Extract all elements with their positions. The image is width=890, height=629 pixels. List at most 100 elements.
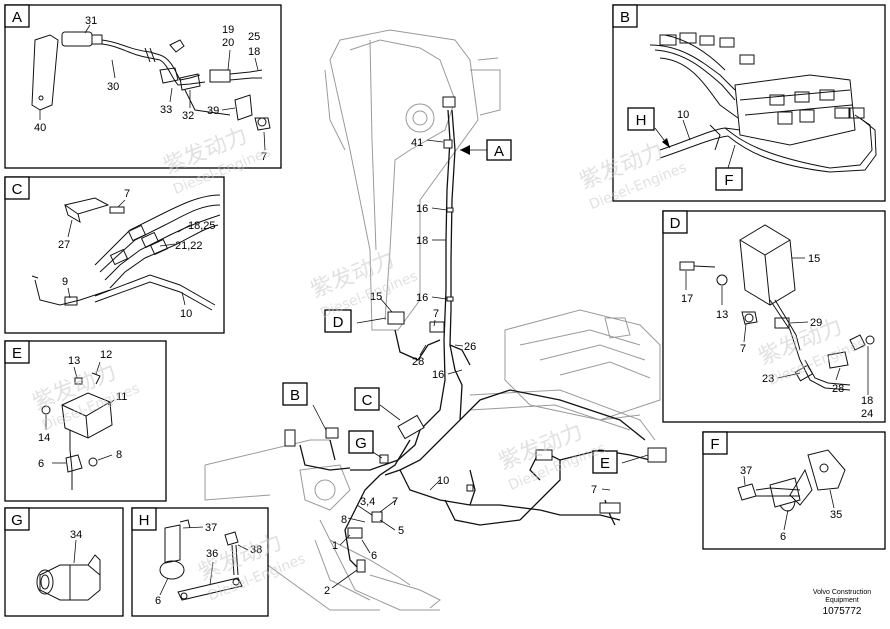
connector-icon — [397, 414, 425, 440]
panel-e-label-11: 11 — [116, 391, 127, 403]
panel-c-letter: C — [12, 181, 23, 198]
panel-e: E 13 12 11 14 6 8 — [4, 340, 167, 502]
clip-icon — [65, 454, 83, 473]
main-label-26: 26 — [464, 341, 476, 353]
callout-box-a — [486, 139, 512, 161]
callout-b-label: B — [290, 387, 300, 404]
valve-block-icon — [734, 74, 856, 146]
callout-box-e — [592, 450, 618, 474]
panel-e-label-13: 13 — [68, 355, 80, 367]
main-callouts: A B C D E G — [282, 139, 618, 474]
panel-a-label-18: 18 — [248, 46, 260, 58]
panel-d-label-29: 29 — [810, 317, 822, 329]
bracket-icon — [807, 449, 846, 491]
bolt-icon — [109, 206, 125, 214]
panel-c-label-10: 10 — [180, 308, 192, 320]
panel-a-label-30: 30 — [107, 81, 119, 93]
callout-d-label: D — [333, 314, 344, 331]
clamp-icon — [159, 560, 185, 580]
panel-a-label-31: 31 — [85, 15, 97, 27]
bracket-icon — [31, 34, 59, 111]
panel-g: G 34 — [4, 507, 124, 617]
connector-icon — [679, 32, 697, 44]
bolt-icon — [744, 313, 754, 323]
module-box-icon — [647, 447, 667, 463]
panel-a-label-19: 19 — [222, 24, 234, 36]
connector-icon — [209, 69, 231, 83]
panel-f-label-35: 35 — [830, 509, 842, 521]
panel-f-label-37: 37 — [740, 465, 752, 477]
footer-part-number: 1075772 — [823, 606, 862, 617]
footer-company: Volvo Construction — [813, 589, 871, 596]
panel-a-label-33: 33 — [160, 104, 172, 116]
main-components — [284, 96, 667, 573]
panel-a-label-7: 7 — [261, 151, 267, 163]
panel-d-label-28: 28 — [832, 383, 844, 395]
panel-c-label-21-22: 21,22 — [175, 240, 203, 252]
panel-h-label-37: 37 — [205, 522, 217, 534]
main-label-1: 1 — [332, 540, 338, 552]
panel-h-label-6: 6 — [155, 595, 161, 607]
panel-e-label-12: 12 — [100, 349, 112, 361]
panel-a-label-32: 32 — [182, 110, 194, 122]
clip-icon — [169, 39, 185, 53]
main-label-16c: 16 — [432, 369, 444, 381]
panel-f-letter: F — [710, 436, 719, 453]
footer: Volvo Construction Equipment 1075772 — [813, 589, 871, 617]
callout-a-label: A — [494, 143, 504, 160]
main-label-15: 15 — [370, 291, 382, 303]
main-labels: 41 16 18 16 15 7 28 26 16 10 3,4 7 8 5 1… — [324, 137, 597, 597]
bolt-icon — [224, 531, 239, 546]
main-label-41: 41 — [411, 137, 423, 149]
washer-icon — [716, 274, 728, 286]
main-label-5: 5 — [398, 525, 404, 537]
main-label-3-4: 3,4 — [360, 496, 375, 508]
main-label-10: 10 — [437, 475, 449, 487]
proximity-sensor-icon — [442, 96, 456, 108]
panel-a-label-20: 20 — [222, 37, 234, 49]
panel-a-letter: A — [12, 9, 22, 26]
bolt-icon — [88, 457, 98, 467]
footer-company-line2: Equipment — [825, 597, 859, 604]
panel-d: D — [662, 210, 886, 423]
bolt-icon — [41, 405, 51, 415]
panel-e-letter: E — [12, 345, 22, 362]
callout-box-d — [324, 309, 352, 333]
panel-b-letter: B — [620, 9, 630, 26]
main-label-7a: 7 — [433, 308, 439, 320]
connector-icon — [659, 34, 677, 46]
panel-g-label-34: 34 — [70, 529, 82, 541]
panel-c: C 7 27 18,25 — [4, 176, 225, 334]
main-label-2: 2 — [324, 585, 330, 597]
panel-b-callout-h: H — [636, 112, 647, 129]
panel-g-letter: G — [11, 512, 23, 529]
panel-c-label-27: 27 — [58, 239, 70, 251]
connector-icon — [325, 427, 339, 439]
panel-b-label-10: 10 — [677, 109, 689, 121]
callout-box-c — [354, 387, 380, 411]
panel-a-label-25: 25 — [248, 31, 260, 43]
connector-icon — [834, 107, 850, 119]
panel-d-label-23: 23 — [762, 373, 774, 385]
panel-d-label-18: 18 — [861, 395, 873, 407]
bracket-icon — [234, 94, 253, 121]
panel-h: H 37 36 38 6 — [131, 507, 269, 617]
panel-d-label-17: 17 — [681, 293, 693, 305]
panel-e-label-8: 8 — [116, 449, 122, 461]
main-label-18: 18 — [416, 235, 428, 247]
module-box-icon — [61, 392, 113, 439]
panel-f-label-6: 6 — [780, 531, 786, 543]
panel-b: B — [612, 4, 886, 202]
control-unit-icon — [387, 311, 405, 325]
panel-d-label-13: 13 — [716, 309, 728, 321]
callout-e-label: E — [600, 455, 610, 472]
main-label-7b: 7 — [392, 496, 398, 508]
main-label-16b: 16 — [416, 292, 428, 304]
plate-icon — [177, 577, 243, 601]
callout-c-label: C — [362, 392, 373, 409]
callout-box-g — [348, 430, 374, 454]
panel-b-callout-f: F — [724, 172, 733, 189]
panel-d-label-24: 24 — [861, 408, 873, 420]
panel-e-label-6: 6 — [38, 458, 44, 470]
